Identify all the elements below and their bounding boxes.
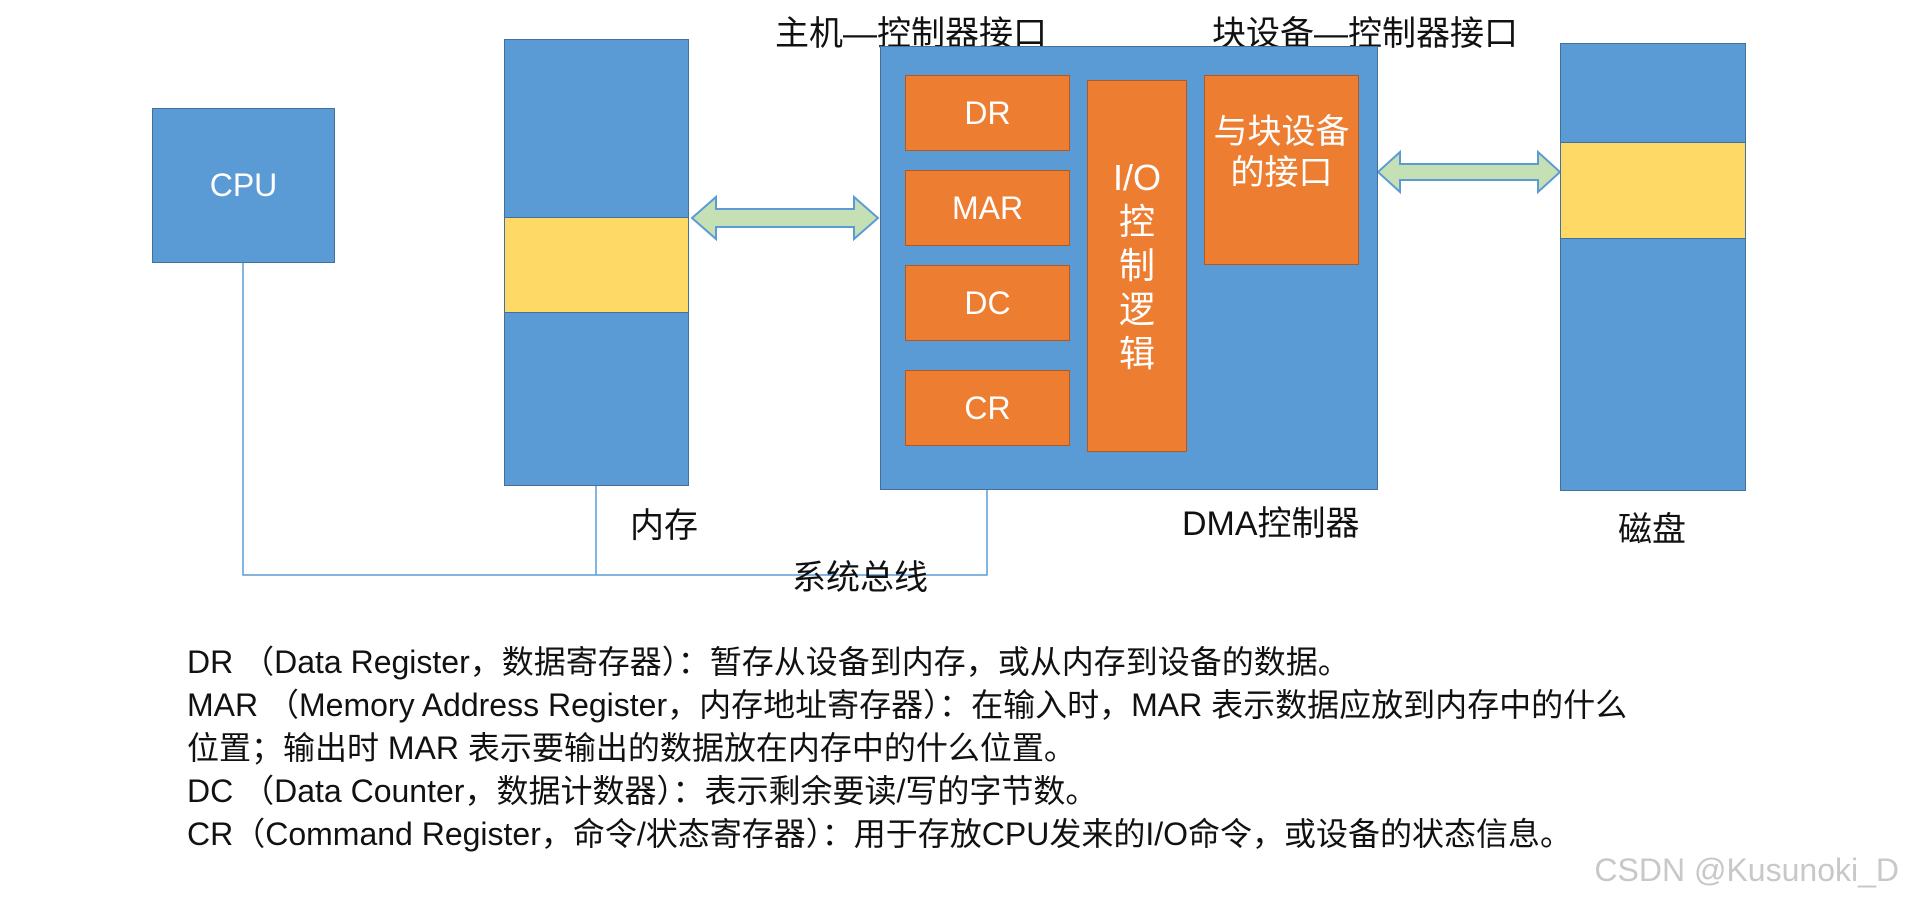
cpu-block: CPU xyxy=(152,108,335,263)
register-dr: DR xyxy=(905,75,1070,151)
register-mar-label: MAR xyxy=(951,189,1024,226)
register-legend: DR （Data Register，数据寄存器）：暂存从设备到内存，或从内存到设… xyxy=(187,641,1787,856)
memory-buffer-region xyxy=(504,217,689,313)
legend-dc: DC （Data Counter，数据计数器）：表示剩余要读/写的字节数。 xyxy=(187,773,1098,809)
watermark: CSDN @Kusunoki_D xyxy=(1594,852,1899,888)
legend-mar-line2: 位置；输出时 MAR 表示要输出的数据放在内存中的什么位置。 xyxy=(187,730,1076,766)
dma-controller-label: DMA控制器 xyxy=(1182,505,1360,543)
device-interface-port-label: 与块设备的接口 xyxy=(1213,113,1350,192)
system-bus-line xyxy=(242,263,988,576)
system-bus-label: 系统总线 xyxy=(792,559,928,597)
disk-label: 磁盘 xyxy=(1618,511,1686,549)
device-interface-port: 与块设备的接口 xyxy=(1204,75,1359,265)
legend-dr: DR （Data Register，数据寄存器）：暂存从设备到内存，或从内存到设… xyxy=(187,644,1350,680)
register-dc: DC xyxy=(905,265,1070,341)
disk-buffer-region xyxy=(1560,142,1746,239)
register-cr: CR xyxy=(905,370,1070,446)
memory-label: 内存 xyxy=(630,507,698,545)
dma-disk-arrow xyxy=(1376,149,1562,195)
io-control-logic: I/O控制逻辑 xyxy=(1087,80,1187,452)
register-dc-label: DC xyxy=(964,284,1011,321)
cpu-label: CPU xyxy=(209,167,278,203)
disk-block xyxy=(1560,43,1746,491)
legend-cr: CR（Command Register，命令/状态寄存器）：用于存放CPU发来的… xyxy=(187,816,1573,852)
register-mar: MAR xyxy=(905,170,1070,246)
memory-dma-arrow xyxy=(690,194,880,242)
io-control-logic-label: I/O控制逻辑 xyxy=(1112,157,1161,374)
legend-mar-line1: MAR （Memory Address Register，内存地址寄存器）：在输… xyxy=(187,687,1628,723)
register-dr-label: DR xyxy=(964,94,1011,131)
register-cr-label: CR xyxy=(964,389,1011,426)
